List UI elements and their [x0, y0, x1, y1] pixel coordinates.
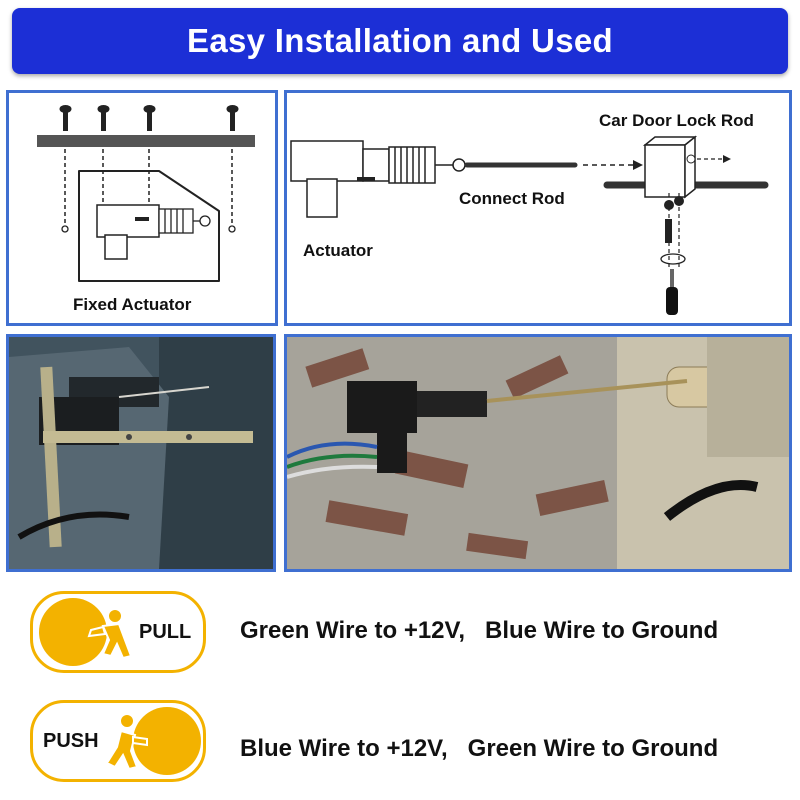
fixed-actuator-diagram: Fixed Actuator — [6, 90, 278, 326]
connect-rod-label: Connect Rod — [459, 189, 565, 208]
actuator-label: Actuator — [303, 241, 373, 260]
push-label: PUSH — [43, 730, 99, 752]
pull-figure-icon — [39, 598, 133, 666]
pull-wiring-instruction: Green Wire to +12V, Blue Wire to Ground — [240, 617, 719, 644]
fixed-actuator-illustration — [37, 105, 255, 282]
push-figure-icon — [105, 707, 201, 775]
title-banner: Easy Installation and Used — [12, 8, 788, 74]
page-title: Easy Installation and Used — [187, 22, 613, 59]
lock-rod-label: Car Door Lock Rod — [599, 111, 754, 130]
door-installation-photo-left — [6, 334, 276, 572]
door-installation-photo-right — [284, 334, 792, 572]
connect-rod-illustration — [290, 135, 769, 315]
pull-label: PULL — [139, 621, 192, 643]
pull-badge: PULL — [30, 591, 206, 673]
push-badge: PUSH — [30, 700, 206, 782]
push-wiring-instruction: Blue Wire to +12V, Green Wire to Ground — [240, 735, 719, 762]
fixed-actuator-caption: Fixed Actuator — [73, 295, 192, 314]
connect-rod-diagram: Actuator Connect Rod Car Door Lock Rod — [284, 90, 792, 326]
